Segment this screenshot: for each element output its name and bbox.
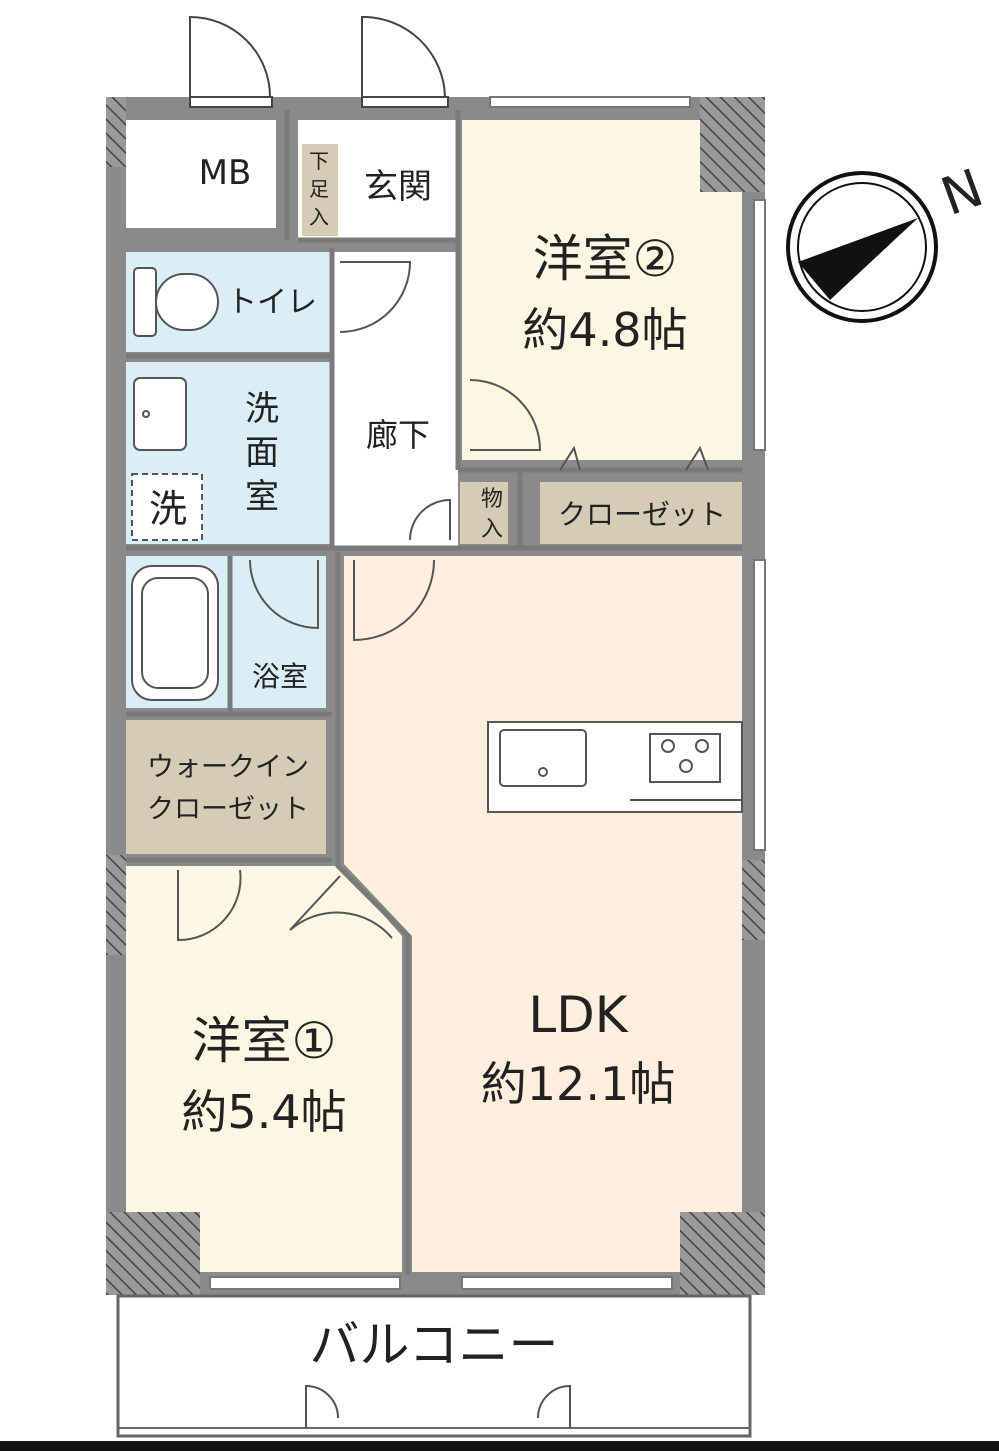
balcony-area	[116, 1294, 752, 1438]
kitchen-counter	[487, 721, 743, 813]
label-washroom-1: 洗	[245, 389, 279, 429]
label-shoes-2: 足	[309, 177, 329, 201]
column-br	[680, 1212, 765, 1295]
label-bedroom2-size: 約4.8帖	[522, 303, 687, 357]
bottom-bar	[0, 1441, 999, 1451]
bedroom-2	[462, 120, 742, 460]
storage-small	[460, 482, 508, 544]
shoe-storage	[302, 144, 338, 236]
kitchen-sink	[499, 729, 587, 787]
washer-space	[131, 473, 203, 541]
label-washer: 洗	[149, 487, 187, 531]
column-mid-left	[106, 855, 126, 955]
hallway-area	[334, 252, 458, 548]
label-bedroom2-name: 洋室②	[533, 230, 678, 288]
column-bl	[106, 1212, 200, 1295]
label-walkin-1: ウォークイン	[147, 752, 309, 783]
wash-basin	[133, 377, 187, 451]
top-doors	[189, 15, 449, 108]
label-north: N	[934, 158, 991, 228]
bathtub	[131, 565, 219, 701]
stove	[649, 733, 721, 783]
walkin-closet	[126, 720, 326, 854]
label-toilet: トイレ	[227, 285, 317, 320]
toilet-bowl	[155, 273, 219, 331]
label-bedroom1-name: 洋室①	[192, 1012, 337, 1070]
label-ldk-name: LDK	[528, 986, 628, 1044]
mb-closet	[126, 120, 276, 228]
column-tr	[700, 97, 765, 192]
north-arrow-icon	[798, 218, 918, 300]
fixtures	[131, 267, 743, 813]
label-walkin-2: クローゼット	[147, 794, 309, 825]
column-mid-right	[742, 860, 765, 940]
label-storage-2: 入	[481, 517, 503, 542]
label-mb: MB	[199, 153, 252, 193]
label-shoes-3: 入	[309, 205, 329, 229]
label-hallway: 廊下	[366, 416, 430, 454]
bedroom-1	[126, 866, 402, 1272]
partitions	[126, 110, 742, 1275]
windows	[209, 96, 766, 1290]
label-balcony: バルコニー	[310, 1316, 559, 1374]
label-ldk-size: 約12.1帖	[481, 1057, 675, 1111]
closet-2	[540, 482, 742, 544]
label-closet: クローゼット	[558, 498, 726, 531]
label-entrance: 玄関	[364, 167, 432, 207]
column-tl	[106, 97, 126, 167]
interior-doors	[177, 261, 709, 942]
balcony-hatch-right	[537, 1384, 571, 1428]
label-washroom-3: 室	[245, 477, 279, 517]
label-bedroom1-size: 約5.4帖	[181, 1085, 346, 1139]
label-shoes-1: 下	[309, 149, 329, 173]
label-storage-1: 物	[481, 487, 503, 512]
balcony-hatch-left	[305, 1384, 339, 1428]
toilet-tank	[133, 267, 157, 337]
label-washroom-2: 面	[245, 433, 279, 473]
label-bath: 浴室	[252, 660, 308, 693]
compass	[786, 171, 938, 323]
